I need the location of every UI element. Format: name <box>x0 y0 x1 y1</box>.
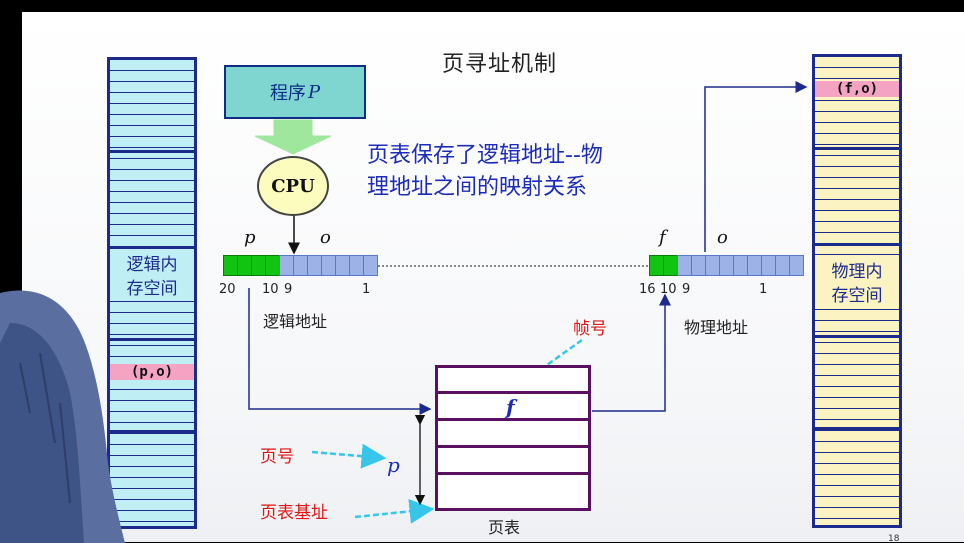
p-field-label: p <box>244 227 256 248</box>
register-bit <box>775 255 790 276</box>
bit-index-20: 20 <box>219 282 236 297</box>
logical-memory-label: 逻辑内 存空间 <box>110 253 194 301</box>
logical-memory-column: 逻辑内 存空间 (p,o) <box>107 57 197 529</box>
register-bit <box>223 255 238 276</box>
physical-memory-label-line-1: 物理内 <box>831 262 883 282</box>
logical-address-caption: 逻辑地址 <box>263 312 328 331</box>
program-to-cpu-arrow <box>254 119 332 155</box>
page-table-divider <box>438 445 588 448</box>
pagetable-to-physical-line <box>592 293 671 412</box>
description-line-2: 理地址之间的映射关系 <box>367 175 588 200</box>
description-line-1: 页表保存了逻辑地址--物 <box>367 143 603 168</box>
register-bit <box>719 255 734 276</box>
page-table-caption: 页表 <box>488 518 521 537</box>
bit-index-1: 1 <box>362 282 371 297</box>
register-bit <box>251 255 266 276</box>
register-bit <box>747 255 762 276</box>
memory-separator <box>110 338 194 341</box>
register-bit <box>363 255 378 276</box>
register-bit <box>321 255 336 276</box>
bit-index-9: 9 <box>682 282 691 297</box>
register-bit <box>307 255 322 276</box>
logical-memory-label-line-2: 存空间 <box>126 279 178 299</box>
register-bit <box>789 255 804 276</box>
cpu-node: CPU <box>257 156 329 216</box>
logical-memory-label-line-1: 逻辑内 <box>126 255 178 275</box>
f-field-label: f <box>659 227 666 248</box>
page-title: 页寻址机制 <box>442 52 558 77</box>
register-bit <box>677 255 692 276</box>
logical-entry-po: (p,o) <box>110 364 194 380</box>
page-table-divider <box>438 418 588 421</box>
frame-number-pointer <box>509 338 583 392</box>
p-index-symbol: p <box>387 453 400 477</box>
description: 页表保存了逻辑地址--物 理地址之间的映射关系 <box>367 140 603 204</box>
page-table-base-pointer <box>354 498 435 524</box>
page-table: f <box>435 365 591 511</box>
presenter-figure <box>0 290 125 543</box>
register-bit <box>293 255 308 276</box>
register-bit <box>649 255 664 276</box>
logical-to-pagetable-line <box>248 288 432 415</box>
page-number-label: 页号 <box>260 447 294 467</box>
slide-number: 18 <box>888 534 900 542</box>
physical-memory-label-line-2: 存空间 <box>831 286 883 306</box>
frame-number-label: 帧号 <box>573 319 607 339</box>
physical-entry-fo: (f,o) <box>815 81 899 97</box>
bit-index-10: 10 <box>660 282 677 297</box>
connector-lines <box>248 81 808 524</box>
memory-separator <box>110 246 194 249</box>
program-var: P <box>307 81 321 103</box>
page-table-divider <box>438 472 588 475</box>
memory-separator <box>815 335 899 338</box>
register-bit <box>705 255 720 276</box>
register-bit <box>691 255 706 276</box>
memory-separator <box>110 430 194 433</box>
physical-address-register <box>649 255 804 276</box>
register-bit <box>237 255 252 276</box>
o-field-label: o <box>320 227 331 248</box>
register-bit <box>761 255 776 276</box>
memory-separator <box>815 147 899 150</box>
register-bit <box>733 255 748 276</box>
memory-separator <box>110 150 194 153</box>
physical-memory-column: (f,o) 物理内 存空间 <box>812 54 902 528</box>
o-field-label: o <box>717 227 728 248</box>
page-number-pointer <box>311 443 387 469</box>
bit-index-10: 10 <box>262 282 279 297</box>
memory-separator <box>815 427 899 430</box>
register-bit <box>335 255 350 276</box>
bit-index-16: 16 <box>639 282 656 297</box>
physical-to-memory-line <box>704 81 808 252</box>
bit-index-9: 9 <box>284 282 293 297</box>
page-table-divider <box>438 391 588 394</box>
physical-memory-label: 物理内 存空间 <box>815 260 899 308</box>
register-bit <box>279 255 294 276</box>
register-bit <box>349 255 364 276</box>
register-bit <box>265 255 280 276</box>
bit-index-1: 1 <box>759 282 768 297</box>
register-bit <box>663 255 678 276</box>
memory-separator <box>815 243 899 246</box>
page-table-base-label: 页表基址 <box>260 503 328 523</box>
physical-address-caption: 物理地址 <box>684 318 749 337</box>
page-table-entry-f: f <box>506 395 515 419</box>
logical-address-register <box>223 255 378 276</box>
program-text: 程序 <box>269 83 306 104</box>
